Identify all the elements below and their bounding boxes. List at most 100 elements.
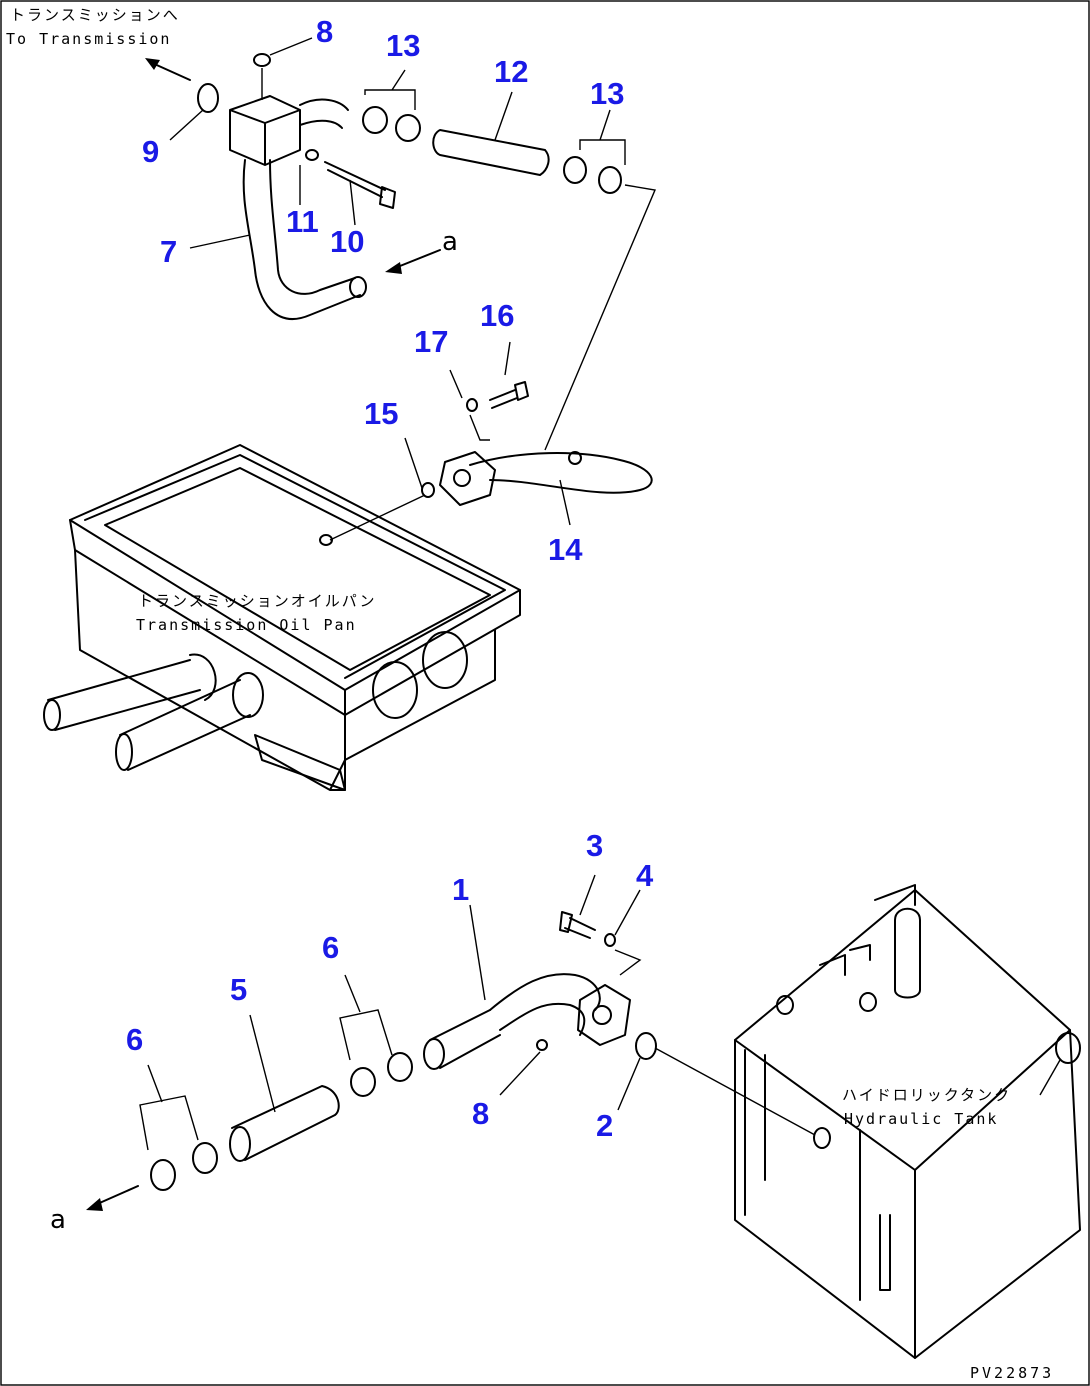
- oil-pan-inner: [104, 467, 491, 671]
- leader-6-lower: [139, 1064, 199, 1151]
- o-ring-part-15: [421, 482, 435, 498]
- tank-breather: [874, 884, 921, 999]
- leader-13-top: [364, 69, 416, 110]
- clamp-part-6-d: [192, 1142, 218, 1174]
- callout-10: 10: [330, 224, 364, 259]
- leader-8: [261, 37, 313, 100]
- oil-pan-pipe-a: [47, 653, 217, 731]
- callout-9: 9: [142, 134, 159, 169]
- leader-7: [189, 234, 251, 249]
- callout-11: 11: [286, 204, 319, 239]
- oil-pan-pipe-b: [119, 679, 251, 771]
- o-ring-part-9: [197, 83, 219, 113]
- arrowhead-view-a-bottom: [86, 1198, 103, 1211]
- flange-hole: [453, 469, 471, 487]
- leader-3-4: [579, 874, 642, 976]
- callout-6-lower: 6: [126, 1022, 143, 1057]
- callout-13-right: 13: [590, 76, 624, 111]
- bolt-part-10: [324, 161, 396, 209]
- leader-tank-label: [1039, 1059, 1061, 1096]
- leader-6-upper: [339, 974, 393, 1061]
- clamp-part-13-d: [598, 166, 622, 194]
- oil-pan-pipe-b-fitting: [232, 672, 264, 718]
- oil-pan-drain: [254, 734, 346, 791]
- tank-side-port: [1055, 1032, 1081, 1064]
- hose-5-end: [229, 1126, 251, 1162]
- arrow-view-a-bottom: [94, 1185, 139, 1206]
- tank-top-port: [776, 995, 794, 1015]
- bolt-part-16: [489, 381, 529, 409]
- elbow-1-tube: [429, 1009, 501, 1069]
- label-to-transmission-jp: トランスミッションへ: [10, 6, 180, 24]
- oil-pan-body: [74, 549, 496, 791]
- label-view-a-bottom: a: [50, 1205, 66, 1235]
- assembly-line-14: [544, 184, 656, 451]
- hose-7-end: [349, 276, 367, 298]
- arrowhead-view-a-top: [385, 262, 402, 274]
- callout-5: 5: [230, 972, 247, 1007]
- label-hydraulic-tank-en: Hydraulic Tank: [844, 1110, 998, 1128]
- tank-side-detail: [859, 1129, 891, 1301]
- hose-part-12: [432, 129, 550, 176]
- callout-3: 3: [586, 828, 603, 863]
- tank-sight-gauge: [744, 1049, 766, 1216]
- callout-6-upper: 6: [322, 930, 339, 965]
- callout-17: 17: [414, 324, 448, 359]
- hose-part-5: [231, 1085, 340, 1161]
- clamp-part-6-c: [150, 1159, 176, 1191]
- elbow-1-tube-end: [423, 1038, 445, 1070]
- label-to-transmission-en: To Transmission: [6, 30, 171, 48]
- washer-part-4: [604, 933, 616, 947]
- callout-4: 4: [636, 858, 654, 893]
- leader-15: [329, 437, 426, 541]
- manifold-block: [229, 95, 301, 166]
- clamp-part-13-b: [395, 114, 421, 142]
- leader-5: [249, 1014, 276, 1113]
- leader-12: [494, 91, 513, 141]
- drawing-code: PV22873: [970, 1364, 1054, 1382]
- leader-14: [559, 479, 571, 526]
- arrowhead-to-transmission: [145, 58, 160, 70]
- label-oil-pan-jp: トランスミッションオイルパン: [138, 592, 376, 610]
- elbow-boss: [568, 451, 582, 465]
- clamp-part-6-b: [387, 1052, 413, 1082]
- clamp-part-13-c: [563, 156, 587, 184]
- washer-part-11: [305, 149, 319, 161]
- leader-1: [469, 904, 486, 1001]
- flange-part-1: [577, 984, 631, 1046]
- hose-part-7: [242, 159, 361, 320]
- flange-1-hole: [592, 1005, 612, 1025]
- washer-part-17: [466, 398, 478, 412]
- oil-pan-port: [319, 534, 333, 546]
- callout-1: 1: [452, 872, 469, 907]
- elbow-part-14: [469, 452, 653, 494]
- leader-9: [169, 109, 204, 141]
- oil-pan-pipe-b-end: [115, 733, 133, 771]
- leader-13-right: [579, 109, 626, 165]
- oil-pan-window-b: [422, 631, 468, 689]
- label-view-a-top: a: [442, 227, 458, 257]
- callout-8-top: 8: [316, 14, 333, 49]
- callout-16: 16: [480, 298, 514, 333]
- leader-8-lower: [499, 1051, 541, 1096]
- oil-pan-pipe-a-end: [43, 699, 61, 731]
- tank-top-port-2: [859, 992, 877, 1012]
- bolt-part-3: [559, 911, 596, 939]
- oil-pan-window-a: [372, 661, 418, 719]
- flange-part-14: [439, 451, 496, 506]
- leader-10-11: [299, 165, 356, 226]
- callout-7: 7: [160, 234, 177, 269]
- clamp-part-6-a: [350, 1067, 376, 1097]
- tank-top-fittings: [819, 944, 871, 976]
- plug-part-8-lower: [536, 1039, 548, 1051]
- label-oil-pan-en: Transmission Oil Pan: [136, 616, 357, 634]
- o-ring-part-2: [635, 1032, 657, 1060]
- callout-8-lower: 8: [472, 1096, 489, 1131]
- arrow-view-a-top: [394, 249, 441, 269]
- clamp-part-13-a: [362, 106, 388, 134]
- elbow-part-1: [489, 973, 601, 1036]
- callout-15: 15: [364, 396, 398, 431]
